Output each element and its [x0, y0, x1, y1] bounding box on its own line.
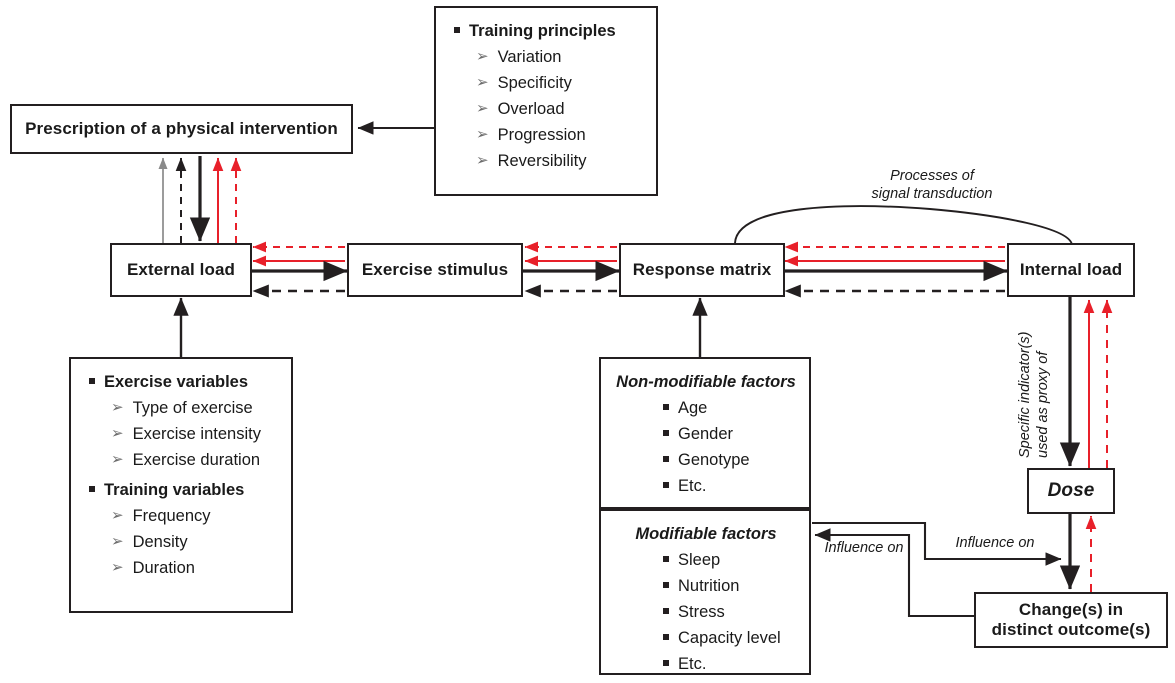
node-changes-label-line2: distinct outcome(s): [991, 620, 1151, 639]
chevron-bullet-icon: ➢: [476, 126, 489, 143]
label-influence-on-right: Influence on: [955, 535, 1035, 551]
square-bullet-icon: [663, 556, 669, 562]
panel-non-modifiable-factors: Non-modifiable factors Age Gender Genoty…: [599, 357, 811, 509]
square-bullet-icon: [663, 608, 669, 614]
list-item: ➢Reversibility: [476, 152, 587, 170]
list-item: ➢Density: [111, 533, 188, 551]
heading-text: Training principles: [469, 22, 616, 40]
chevron-bullet-icon: ➢: [476, 100, 489, 117]
node-exercise-stimulus-label: Exercise stimulus: [361, 259, 509, 279]
node-internal-load: Internal load: [1007, 243, 1135, 297]
chevron-bullet-icon: ➢: [111, 507, 124, 524]
label-proxy-indicator: Specific indicator(s) used as proxy of: [1016, 331, 1052, 458]
square-bullet-icon: [663, 482, 669, 488]
node-external-load: External load: [110, 243, 252, 297]
node-external-load-label: External load: [126, 259, 236, 279]
node-exercise-stimulus: Exercise stimulus: [347, 243, 523, 297]
node-changes-label-line1: Change(s) in: [1018, 599, 1124, 619]
node-response-matrix: Response matrix: [619, 243, 785, 297]
chevron-bullet-icon: ➢: [111, 533, 124, 550]
chevron-bullet-icon: ➢: [476, 48, 489, 65]
list-item: ➢Exercise intensity: [111, 425, 261, 443]
list-item: ➢Duration: [111, 559, 195, 577]
edge-signal-transduction-arc: [734, 205, 1073, 246]
list-item: ➢Progression: [476, 126, 586, 144]
list-item: Nutrition: [663, 577, 797, 596]
chevron-bullet-icon: ➢: [476, 152, 489, 169]
edge-externalload-exercisestimulus: [251, 241, 348, 298]
node-dose-label: Dose: [1047, 479, 1095, 501]
label-line-1: Specific indicator(s): [1017, 331, 1033, 458]
node-dose: Dose: [1027, 468, 1115, 514]
list-item: ➢Frequency: [111, 507, 211, 525]
panel-training-principles-heading: Training principles: [454, 22, 644, 41]
square-bullet-icon: [663, 660, 669, 666]
panel-variables-group-heading: Exercise variables: [89, 373, 279, 392]
node-response-matrix-label: Response matrix: [632, 259, 772, 279]
square-bullet-icon: [663, 582, 669, 588]
list-item: ➢Type of exercise: [111, 399, 253, 417]
square-bullet-icon: [663, 404, 669, 410]
node-changes: Change(s) in distinct outcome(s): [974, 592, 1168, 648]
list-item: ➢Exercise duration: [111, 451, 261, 469]
edge-prescription-externalload: [158, 156, 242, 243]
edge-dose-to-changes: [1059, 514, 1097, 592]
list-item: Stress: [663, 603, 797, 622]
panel-modifiable-factors: Modifiable factors Sleep Nutrition Stres…: [599, 509, 811, 675]
node-prescription-label: Prescription of a physical intervention: [25, 118, 338, 138]
square-bullet-icon: [89, 378, 95, 384]
chevron-bullet-icon: ➢: [476, 74, 489, 91]
square-bullet-icon: [454, 27, 460, 33]
node-prescription: Prescription of a physical intervention: [10, 104, 353, 154]
panel-variables: Exercise variables ➢Type of exercise ➢Ex…: [69, 357, 293, 613]
panel-training-principles: Training principles ➢Variation ➢Specific…: [434, 6, 658, 196]
list-item: Etc.: [663, 477, 797, 496]
list-item: ➢Specificity: [476, 74, 572, 92]
list-item: Genotype: [663, 451, 797, 470]
edge-internalload-dose: [1059, 297, 1113, 468]
chevron-bullet-icon: ➢: [111, 399, 124, 416]
list-item: Etc.: [663, 655, 797, 674]
edge-responsematrix-internalload: [783, 241, 1008, 298]
edge-exercisestimulus-responsematrix: [523, 241, 620, 298]
chevron-bullet-icon: ➢: [111, 451, 124, 468]
list-item: Sleep: [663, 551, 797, 570]
label-line-2: signal transduction: [871, 186, 993, 203]
square-bullet-icon: [89, 486, 95, 492]
label-signal-transduction: Processes of signal transduction: [842, 167, 1022, 203]
label-line-1: Processes of: [890, 168, 974, 184]
panel-variables-group-heading: Training variables: [89, 481, 279, 500]
label-line-2: used as proxy of: [1035, 351, 1052, 458]
chevron-bullet-icon: ➢: [111, 425, 124, 442]
square-bullet-icon: [663, 456, 669, 462]
list-item: ➢Variation: [476, 48, 562, 66]
list-item: Gender: [663, 425, 797, 444]
list-item: ➢Overload: [476, 100, 565, 118]
square-bullet-icon: [663, 430, 669, 436]
list-item: Capacity level: [663, 629, 797, 648]
label-influence-on-left: Influence on: [824, 540, 904, 556]
chevron-bullet-icon: ➢: [111, 559, 124, 576]
panel-modifiable-heading: Modifiable factors: [635, 525, 777, 543]
node-internal-load-label: Internal load: [1019, 259, 1123, 279]
square-bullet-icon: [663, 634, 669, 640]
panel-non-modifiable-heading: Non-modifiable factors: [616, 373, 796, 391]
list-item: Age: [663, 399, 797, 418]
